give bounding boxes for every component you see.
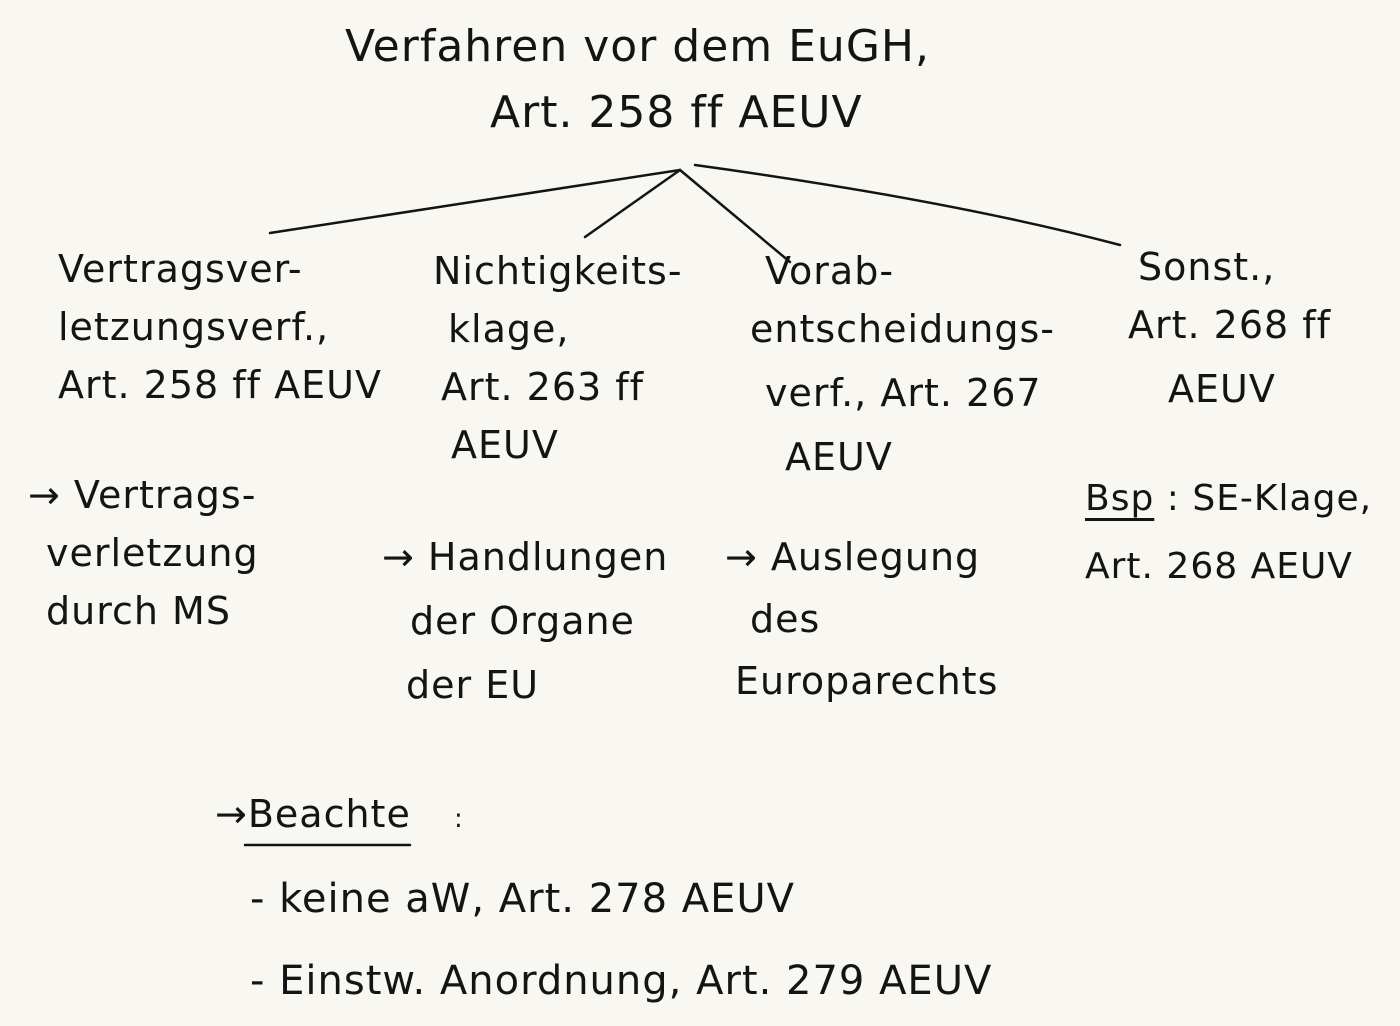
colon: :: [453, 804, 464, 834]
diagram-title: Verfahren vor dem EuGH, Art. 258 ff AEUV: [345, 18, 930, 142]
line-to-branch-2: [583, 168, 682, 239]
branch-text: Sonst.,: [1138, 245, 1276, 289]
branch-text: AEUV: [785, 435, 893, 479]
branch-text: Vertragsver-: [58, 247, 303, 291]
detail-text: Europarechts: [735, 659, 999, 703]
detail-text: → Vertrags-: [28, 473, 257, 517]
branch-text: AEUV: [1168, 367, 1276, 411]
detail-text: → Handlungen: [382, 535, 669, 579]
detail-text: Art. 268 AEUV: [1085, 546, 1353, 587]
branch-text: Vorab-: [765, 249, 895, 293]
line-to-branch-4: [693, 163, 1122, 247]
detail-text: des: [750, 597, 821, 641]
branch-vertragsverletzung: Vertragsver- letzungsverf., Art. 258 ff …: [58, 240, 382, 414]
note-item: - keine aW, Art. 278 AEUV: [250, 876, 796, 922]
branch-sonstige: Sonst., Art. 268 ff AEUV: [1128, 238, 1331, 418]
branch-3-detail: → Auslegung des Europarechts: [725, 528, 998, 710]
note-item: - Einstw. Anordnung, Art. 279 AEUV: [250, 958, 993, 1004]
detail-text: : SE-Klage,: [1166, 478, 1373, 519]
detail-text: durch MS: [46, 589, 231, 633]
branch-text: Art. 263 ff: [441, 365, 645, 409]
branch-text: Art. 258 ff AEUV: [58, 363, 382, 407]
branch-text: Art. 268 ff: [1128, 303, 1332, 347]
notes-list: - keine aW, Art. 278 AEUV - Einstw. Anor…: [250, 870, 992, 1010]
detail-text: der Organe: [410, 599, 635, 643]
branch-text: entscheidungs-: [750, 307, 1055, 351]
example-label: Bsp: [1085, 478, 1155, 519]
branch-text: letzungsverf.,: [58, 305, 330, 349]
title-line: Art. 258 ff AEUV: [490, 87, 863, 138]
detail-text: verletzung: [46, 531, 259, 575]
branch-1-detail: → Vertrags- verletzung durch MS: [28, 466, 259, 640]
beachte-heading: Beachte: [247, 792, 411, 836]
branch-text: verf., Art. 267: [765, 371, 1042, 415]
detail-text: der EU: [406, 663, 540, 707]
branch-nichtigkeitsklage: Nichtigkeits- klage, Art. 263 ff AEUV: [433, 242, 683, 474]
branch-text: Nichtigkeits-: [433, 249, 683, 293]
notes-heading: →Beachte :: [215, 785, 464, 848]
branch-text: klage,: [448, 307, 570, 351]
title-line: Verfahren vor dem EuGH,: [345, 21, 930, 72]
branch-vorabentscheidung: Vorab- entscheidungs- verf., Art. 267 AE…: [750, 242, 1055, 486]
line-to-branch-1: [268, 168, 682, 235]
line-to-branch-3: [678, 168, 792, 264]
arrow-icon: →: [215, 792, 248, 836]
branch-text: AEUV: [451, 423, 559, 467]
branch-4-detail: Bsp : SE-Klage, Art. 268 AEUV: [1085, 470, 1372, 596]
detail-text: → Auslegung: [725, 535, 981, 579]
branch-2-detail: → Handlungen der Organe der EU: [382, 528, 668, 714]
